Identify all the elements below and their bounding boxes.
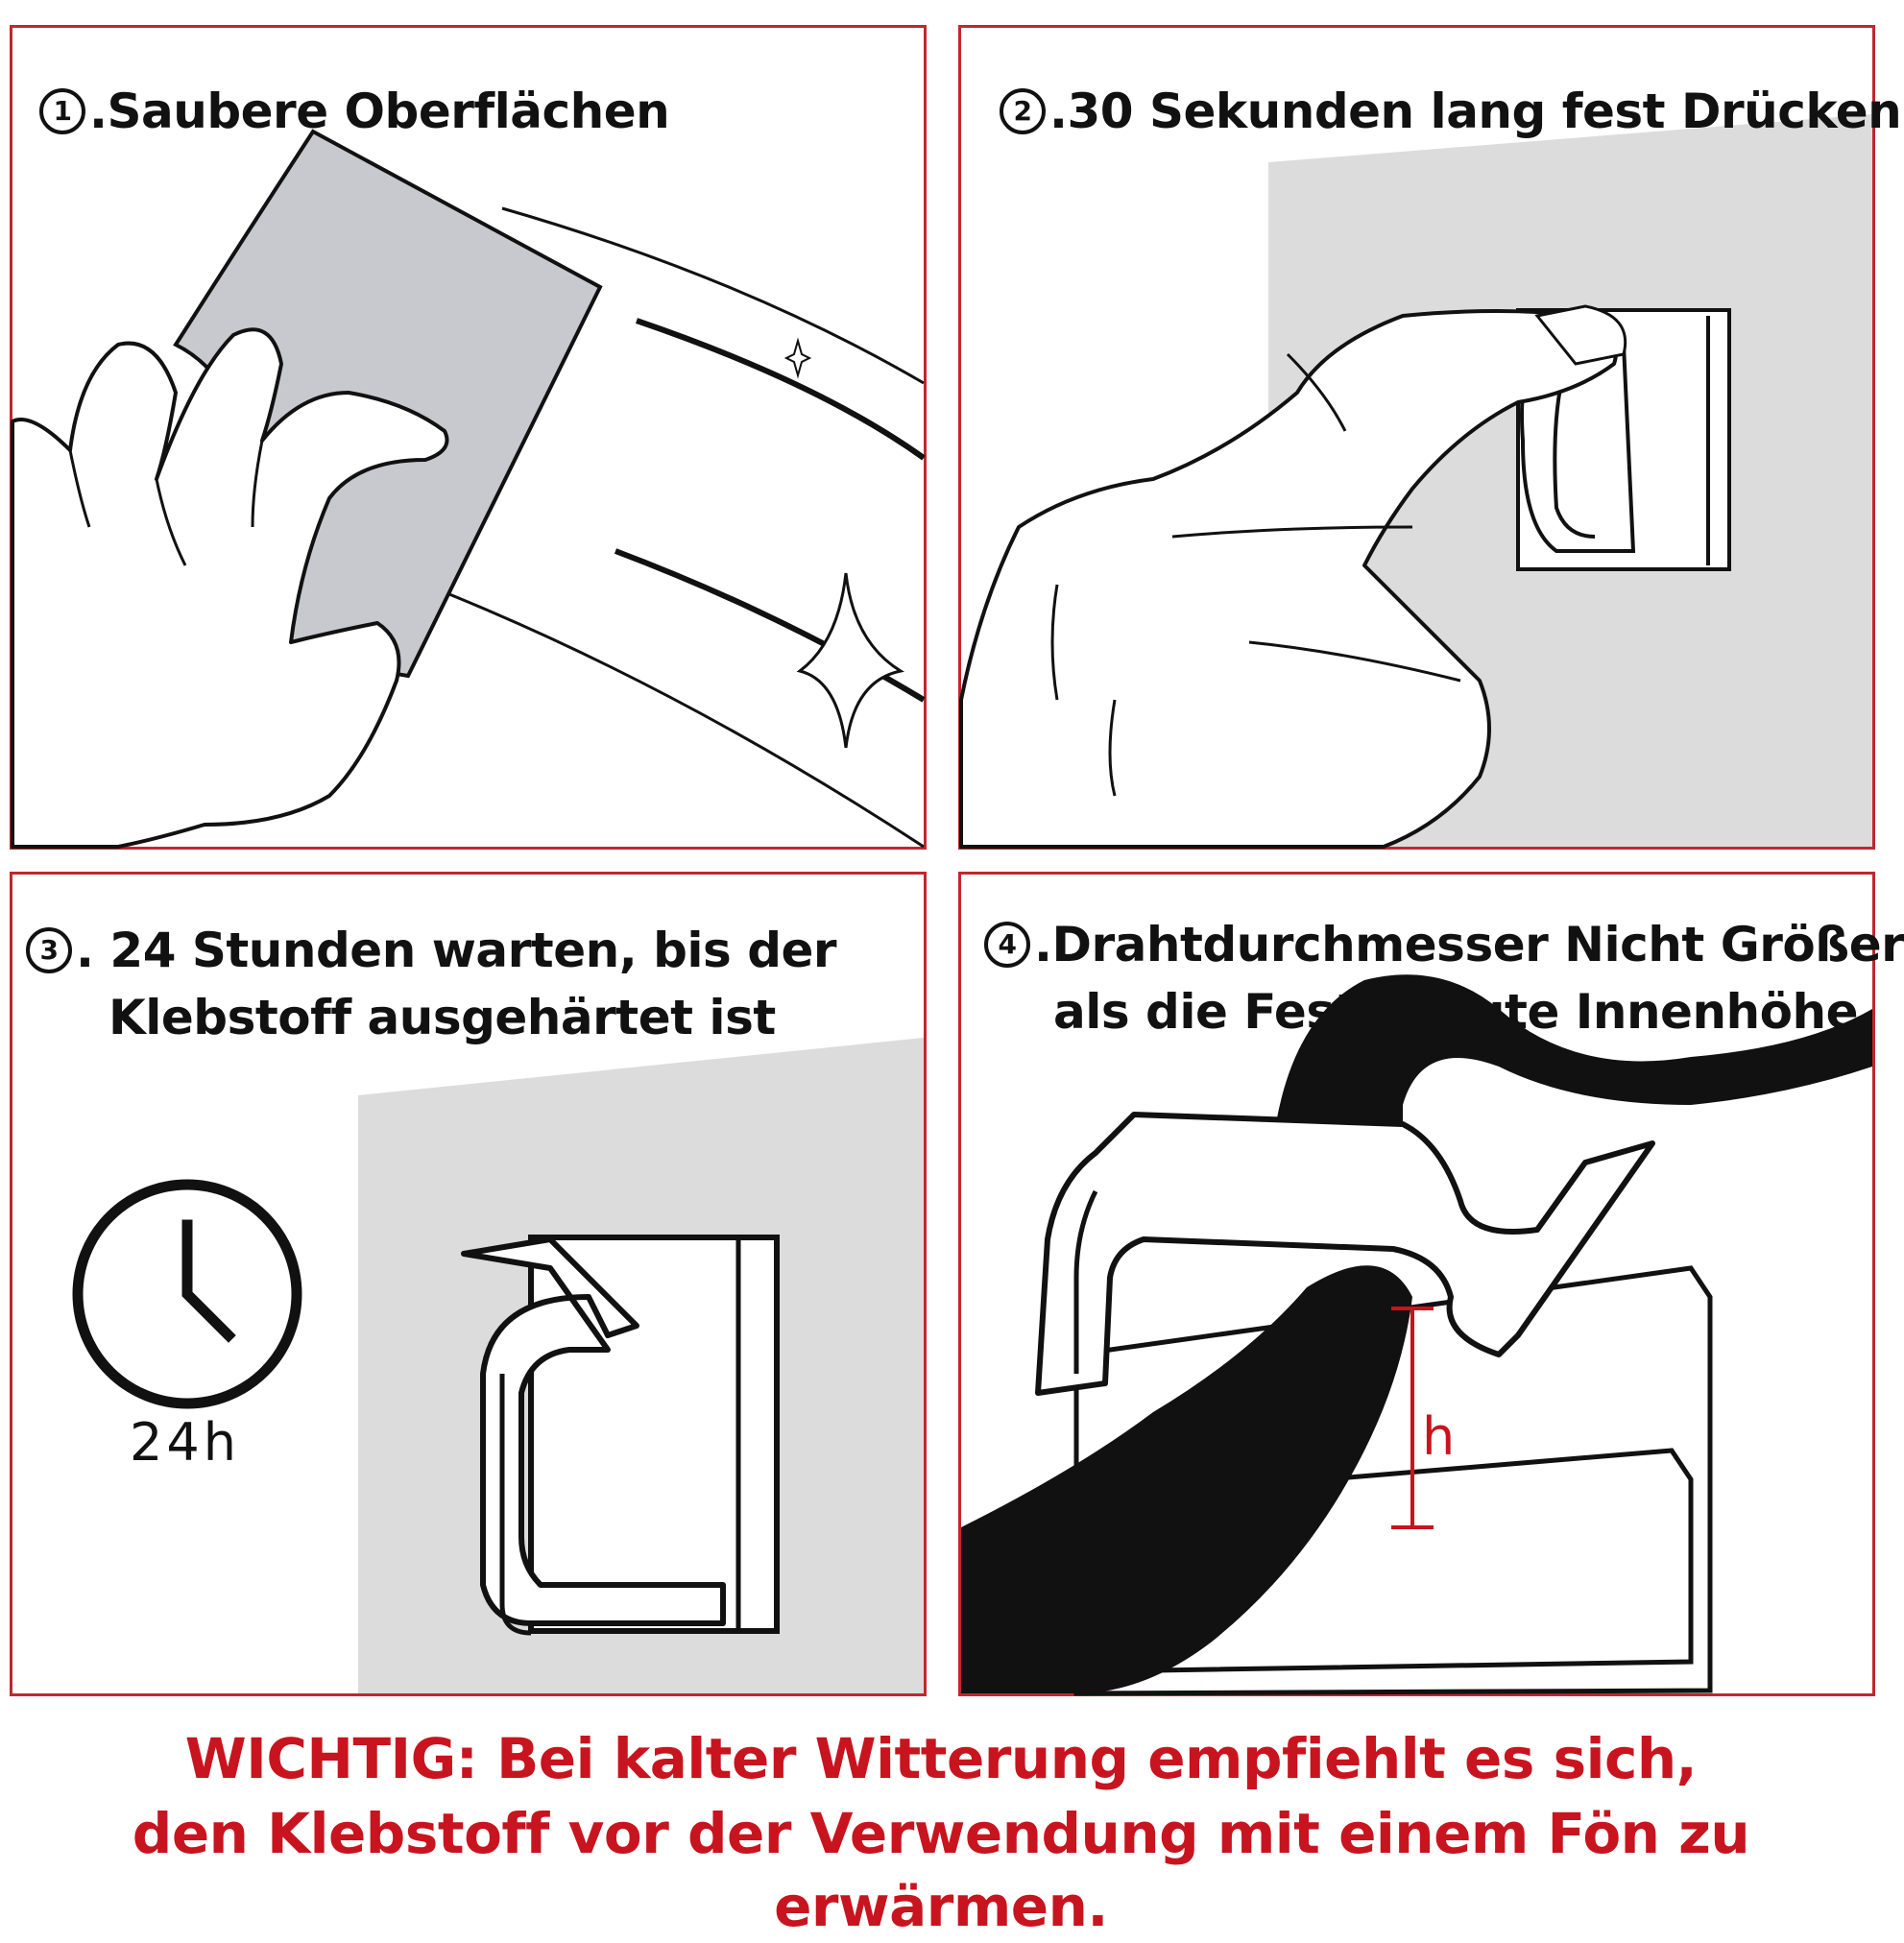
clock-label: 24h xyxy=(130,1412,240,1473)
step-3-text: . 24 Stunden warten, bis der xyxy=(76,923,837,978)
hook-icon xyxy=(1035,1112,1655,1396)
step-3-number: 3 xyxy=(26,926,72,973)
sparkle-icon xyxy=(796,572,905,749)
waiting-illustration xyxy=(72,1038,924,1693)
clock-icon xyxy=(72,1179,302,1409)
dimension-label: h xyxy=(1422,1406,1455,1467)
step-1-text: .Saubere Oberflächen xyxy=(89,84,670,139)
dimension-marker xyxy=(1391,1307,1434,1529)
step-2-panel: 2.30 Sekunden lang fest Drücken xyxy=(958,25,1902,850)
step-3-panel: 3. 24 Stunden warten, bis der Klebstoff … xyxy=(10,872,927,1696)
step-4-text: .Drahtdurchmesser Nicht Größer xyxy=(1034,917,1904,972)
warning-line-2: den Klebstoff vor der Verwendung mit ein… xyxy=(132,1801,1750,1939)
step-4-text-line2: als die Festgelegte Innenhöhe xyxy=(1053,984,1859,1040)
cable-icon xyxy=(961,1265,1412,1693)
step-3-title: 3. 24 Stunden warten, bis der xyxy=(26,917,837,984)
pressing-illustration xyxy=(959,114,1872,849)
sparkle-icon xyxy=(783,337,812,379)
cleaning-illustration xyxy=(11,129,926,849)
hook-icon xyxy=(1516,308,1731,571)
step-1-title: 1.Saubere Oberflächen xyxy=(39,78,670,145)
cable-illustration: h xyxy=(961,974,1872,1696)
step-2-number: 2 xyxy=(1000,87,1046,134)
step-4-panel: h 4.Drahtdurchmesser Nicht Größer als di… xyxy=(958,872,1904,1696)
step-3-text-line2: Klebstoff ausgehärtet ist xyxy=(108,990,776,1045)
hand-icon xyxy=(11,327,449,849)
step-4-title: 4.Drahtdurchmesser Nicht Größer xyxy=(984,911,1904,978)
cable-icon xyxy=(1268,974,1872,1220)
step-1-panel: 1.Saubere Oberflächen xyxy=(10,25,927,850)
step-2-title: 2.30 Sekunden lang fest Drücken xyxy=(1000,78,1902,145)
step-4-number: 4 xyxy=(984,921,1030,968)
warning-line-1: WICHTIG: Bei kalter Witterung empfiehlt … xyxy=(184,1726,1698,1791)
step-1-number: 1 xyxy=(39,87,85,134)
hook-icon xyxy=(461,1235,780,1636)
step-2-text: .30 Sekunden lang fest Drücken xyxy=(1049,84,1902,139)
